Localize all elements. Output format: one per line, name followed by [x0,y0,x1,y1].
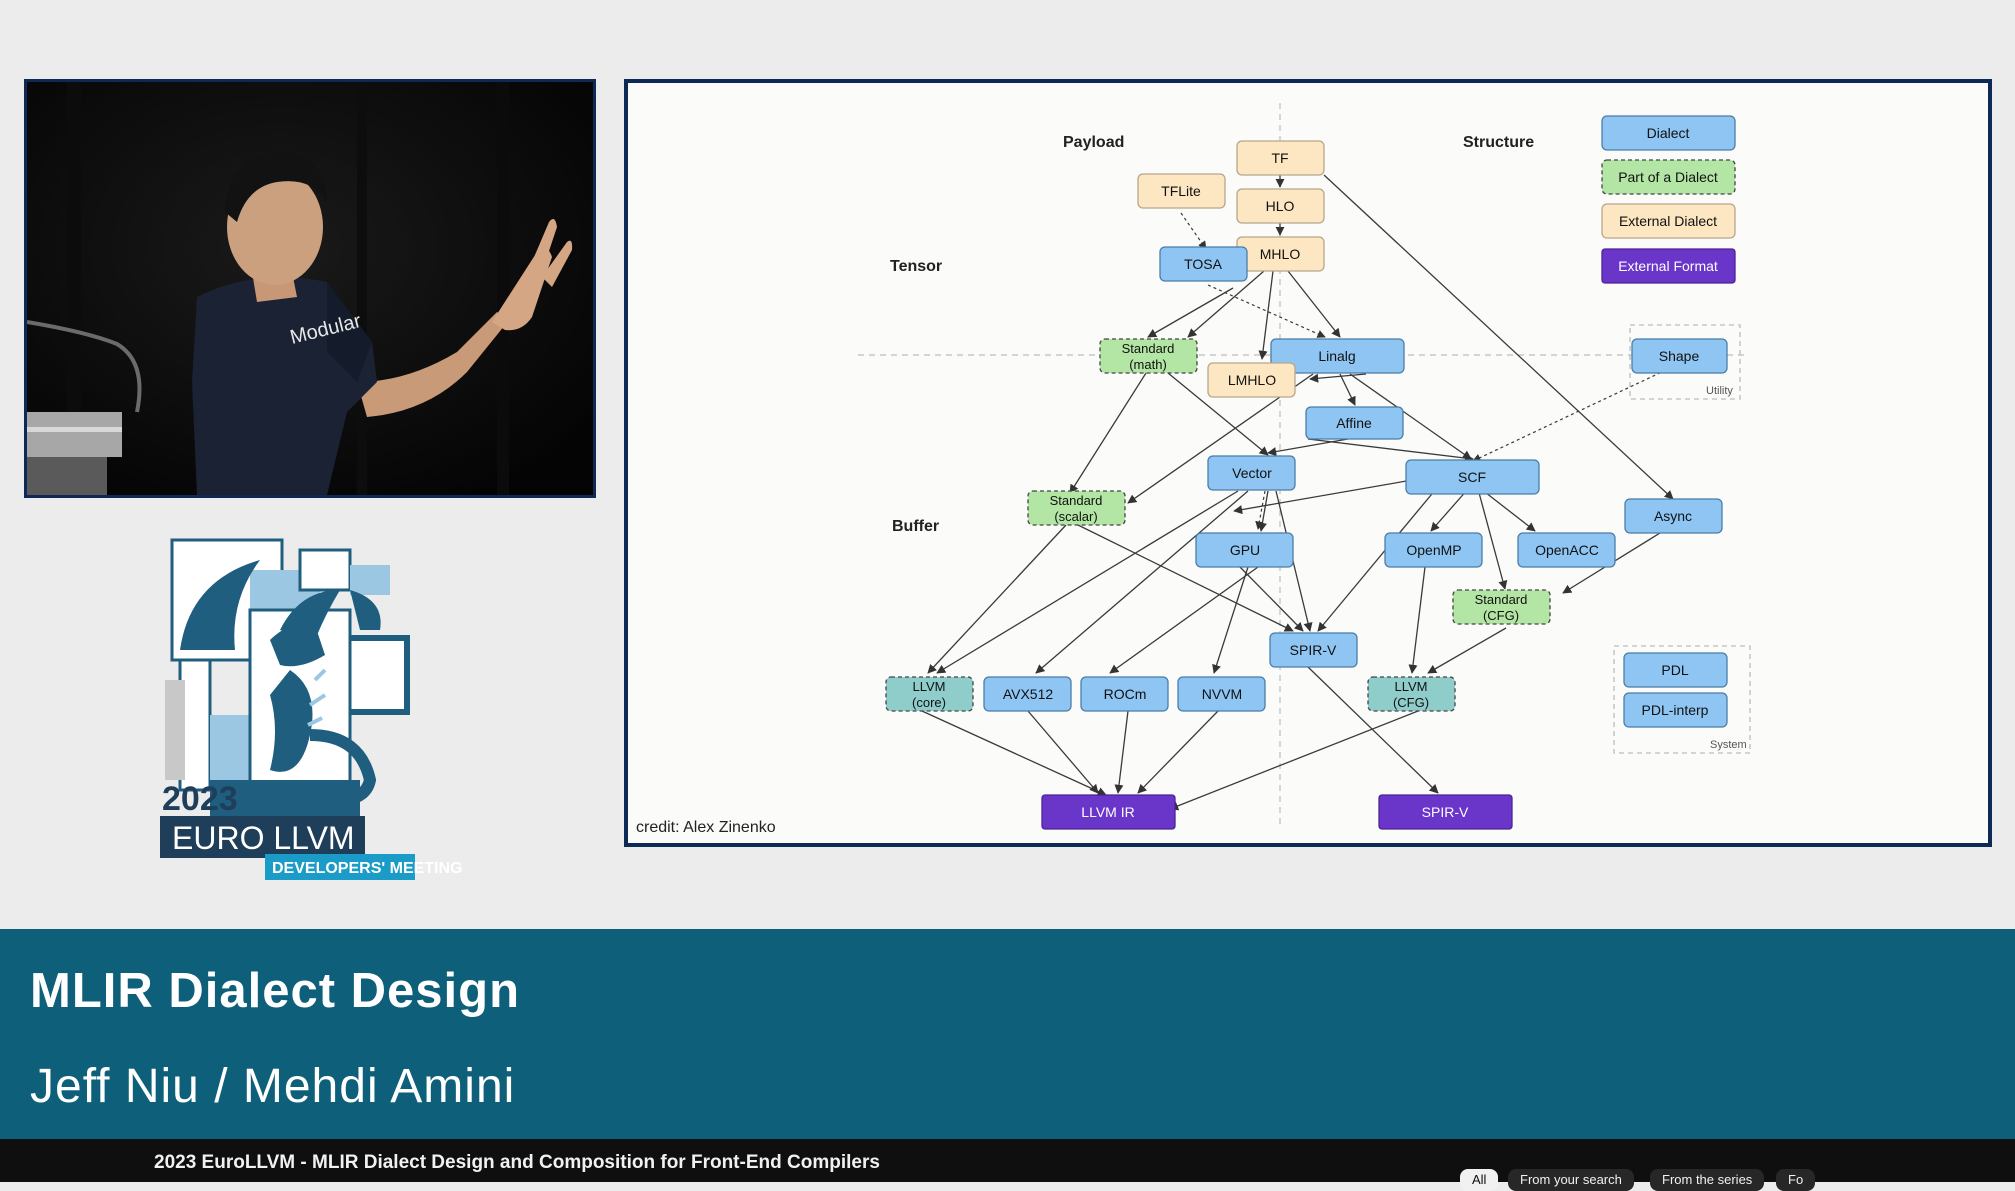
title-banner: MLIR Dialect Design Jeff Niu / Mehdi Ami… [0,929,2015,1139]
eurollvm-logo: 2023 EURO LLVM DEVELOPERS' MEETING [160,538,463,880]
speaker-video: Modular [24,79,596,498]
node-tosa: TOSA [1184,256,1223,272]
node-std-cfg-line1: Standard [1475,592,1528,607]
node-llvm-ir: LLVM IR [1081,804,1134,820]
legend: Dialect Part of a Dialect External Diale… [1601,115,1736,284]
node-hlo: HLO [1266,198,1295,214]
node-llvm-cfg-line1: LLVM [1395,679,1428,694]
node-pdl: PDL [1661,662,1688,678]
utility-label: Utility [1706,385,1733,397]
node-spirv-format: SPIR-V [1422,804,1469,820]
node-llvm-core-line2: (core) [912,695,946,710]
node-scf: SCF [1458,469,1486,485]
logo-name: EURO LLVM [172,820,355,856]
node-spirv: SPIR-V [1290,642,1337,658]
chip-all[interactable]: All [1460,1169,1499,1191]
node-tf: TF [1271,150,1288,166]
chip-from-your-search[interactable]: From your search [1508,1169,1634,1191]
node-nvvm: NVVM [1202,686,1242,702]
logo-subtitle: DEVELOPERS' MEETING [272,860,463,877]
node-llvm-core-line1: LLVM [913,679,946,694]
legend-external-format: External Format [1618,258,1718,274]
node-std-scalar-line1: Standard [1050,493,1103,508]
node-async: Async [1654,508,1692,524]
payload-label: Payload [1063,134,1124,151]
credit-text: credit: Alex Zinenko [636,819,776,836]
node-openmp: OpenMP [1406,542,1461,558]
speaker-names: Jeff Niu / Mehdi Amini [30,1060,516,1113]
chip-from-the-series[interactable]: From the series [1650,1169,1765,1191]
slide: Utility System [624,79,1992,847]
buffer-label: Buffer [892,518,939,535]
node-lmhlo: LMHLO [1228,372,1276,388]
legend-part-of-dialect: Part of a Dialect [1618,169,1718,185]
dialect-diagram: Utility System [636,103,1751,836]
chip-fo[interactable]: Fo [1776,1169,1816,1191]
speaker-figure: Modular [27,82,593,495]
legend-external-dialect: External Dialect [1619,213,1717,229]
system-label: System [1710,739,1747,751]
node-llvm-cfg-line2: (CFG) [1393,695,1429,710]
node-rocm: ROCm [1104,686,1147,702]
node-affine: Affine [1336,415,1372,431]
logo-year: 2023 [162,780,238,818]
bottom-bar: 2023 EuroLLVM - MLIR Dialect Design and … [0,1139,2015,1191]
talk-title: MLIR Dialect Design [30,964,521,1018]
tensor-label: Tensor [890,258,942,275]
video-title[interactable]: 2023 EuroLLVM - MLIR Dialect Design and … [154,1152,880,1173]
diagram-edges [921,174,1674,811]
structure-label: Structure [1463,134,1534,151]
node-std-math-line2: (math) [1129,357,1167,372]
node-vector: Vector [1232,465,1272,481]
node-std-scalar-line2: (scalar) [1054,509,1097,524]
node-std-cfg-line2: (CFG) [1483,608,1519,623]
node-pdl-interp: PDL-interp [1642,702,1709,718]
node-tflite: TFLite [1161,183,1201,199]
node-gpu: GPU [1230,542,1260,558]
node-avx512: AVX512 [1003,686,1054,702]
node-linalg: Linalg [1318,348,1355,364]
node-std-math-line1: Standard [1122,341,1175,356]
legend-dialect: Dialect [1647,125,1690,141]
node-openacc: OpenACC [1535,542,1599,558]
node-shape: Shape [1659,348,1700,364]
node-mhlo: MHLO [1260,246,1301,262]
